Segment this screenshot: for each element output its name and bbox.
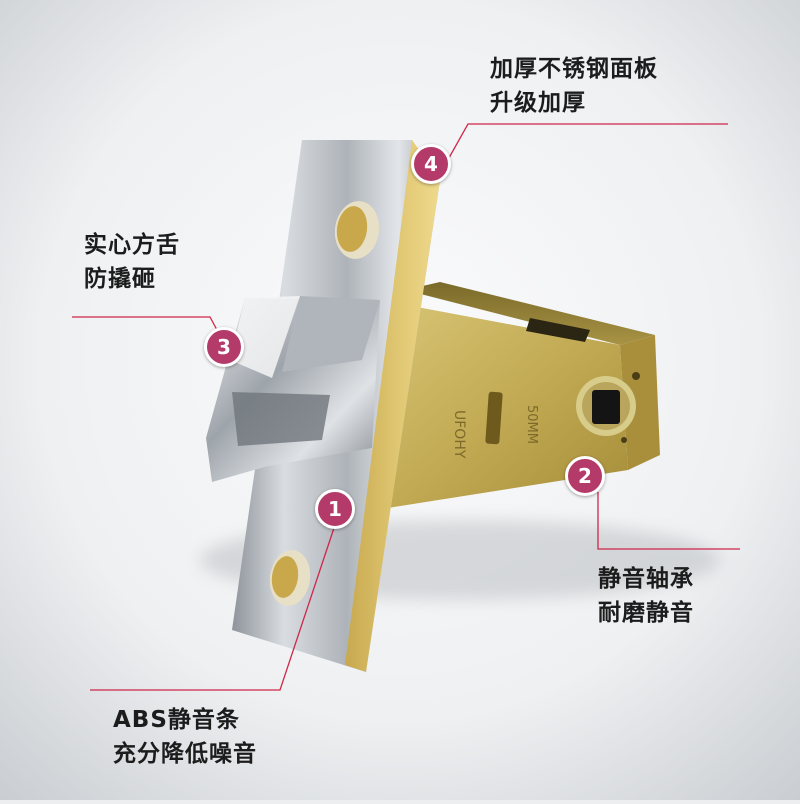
callout-3-line1: 实心方舌 (84, 232, 180, 258)
latch-tongue-highlight (230, 296, 300, 378)
callout-label-4: 加厚不锈钢面板 升级加厚 (490, 52, 658, 120)
callout-badge-4: 4 (411, 144, 451, 184)
screw-hole-top (336, 206, 368, 252)
callout-badge-2: 2 (565, 456, 605, 496)
case-rivet-bottom (621, 437, 627, 443)
latch-tongue-bevel (282, 296, 380, 372)
case-top-slot (526, 318, 590, 342)
case-end (620, 335, 660, 470)
case-stamp-brand: UFOHY (451, 410, 467, 459)
leader-line-1 (90, 524, 336, 691)
case-rivet-top (632, 372, 640, 380)
screw-hole-bottom (271, 556, 299, 598)
callout-2-line1: 静音轴承 (598, 566, 694, 592)
face-plate-edge (345, 140, 440, 672)
callout-badge-3: 3 (204, 327, 244, 367)
callout-1-line2: 充分降低噪音 (113, 741, 257, 767)
callout-4-line1: 加厚不锈钢面板 (490, 56, 658, 82)
case-stamp-size: 50MM (524, 405, 539, 444)
latch-tongue-slot (232, 392, 330, 446)
case-slot (485, 391, 503, 445)
leader-line-2 (597, 492, 740, 550)
callout-label-1: ABS静音条 充分降低噪音 (113, 703, 257, 771)
leader-line-4 (444, 123, 728, 166)
callout-badge-1: 1 (315, 489, 355, 529)
callout-3-line2: 防撬砸 (84, 266, 156, 292)
callout-label-2: 静音轴承 耐磨静音 (598, 562, 694, 630)
callout-4-line2: 升级加厚 (490, 90, 586, 116)
callout-label-3: 实心方舌 防撬砸 (84, 228, 180, 296)
case-top (405, 282, 655, 345)
callout-2-line2: 耐磨静音 (598, 600, 694, 626)
callout-1-line1: ABS静音条 (113, 707, 240, 733)
spindle-square-hole (592, 390, 620, 424)
